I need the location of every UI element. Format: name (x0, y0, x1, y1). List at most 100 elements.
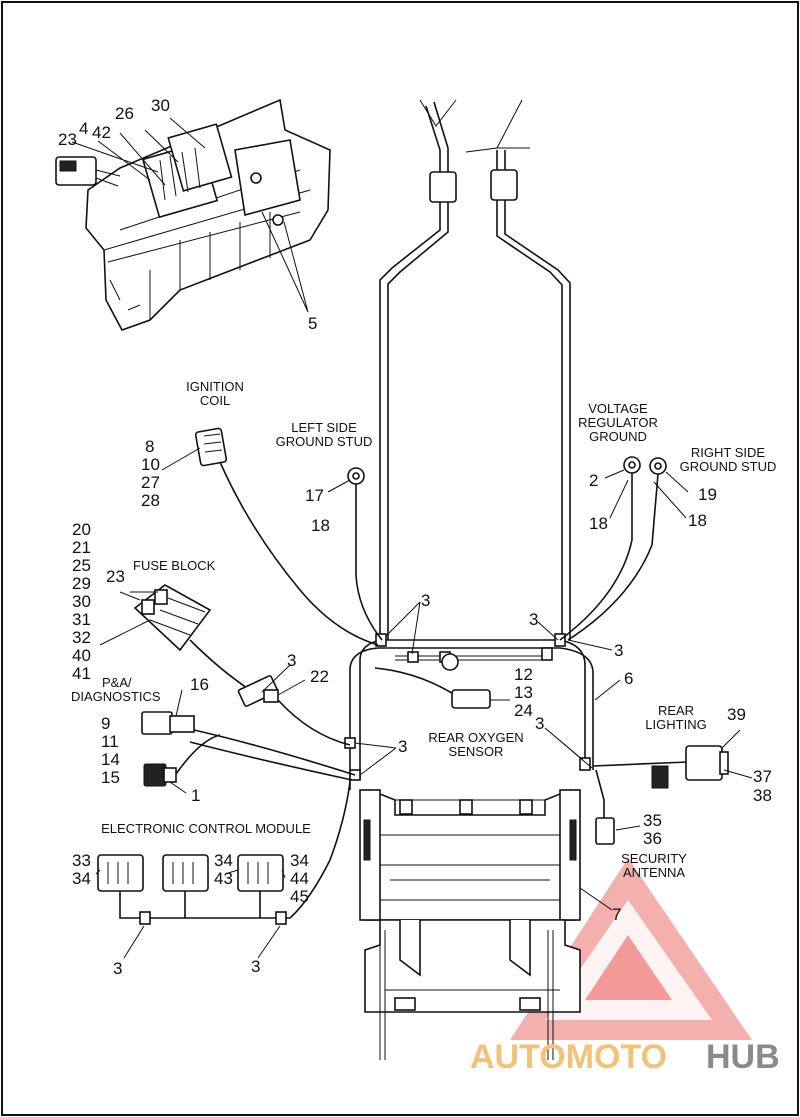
caption-fuse-block: FUSE BLOCK (133, 558, 216, 573)
callout-33: 33 (72, 851, 91, 870)
caption-rear-1: REAR (658, 703, 694, 718)
right-ground-stud (567, 457, 667, 641)
callout-4: 4 (79, 119, 88, 138)
callout-42: 42 (92, 123, 111, 142)
fuse-block (133, 584, 251, 691)
callout-45: 45 (290, 887, 309, 906)
callout-44: 44 (290, 869, 309, 888)
callout-39: 39 (727, 705, 746, 724)
callout-19: 19 (698, 485, 717, 504)
caption-o2-1: REAR OXYGEN (428, 730, 523, 745)
callout-3c: 3 (614, 641, 623, 660)
callout-22: 22 (310, 667, 329, 686)
callout-21: 21 (72, 538, 91, 557)
callout-13: 13 (514, 683, 533, 702)
caption-pa-2: DIAGNOSTICS (71, 689, 161, 704)
callout-18c: 18 (688, 511, 707, 530)
caption-right-stud-1: RIGHT SIDE (691, 445, 765, 460)
callout-37: 37 (753, 767, 772, 786)
callout-34b: 34 (214, 851, 233, 870)
callout-16: 16 (190, 675, 209, 694)
callout-5: 5 (308, 314, 317, 333)
callout-23b: 23 (106, 567, 125, 586)
ecm-connectors (95, 781, 351, 959)
watermark-automoto: AUTOMOTO (470, 1038, 667, 1076)
callout-3d: 3 (287, 651, 296, 670)
callout-34c: 34 (290, 851, 309, 870)
callout-41: 41 (72, 664, 91, 683)
callout-3g: 3 (113, 959, 122, 978)
caption-ignition-coil-1: IGNITION (186, 379, 244, 394)
watermark-hub: HUB (706, 1038, 780, 1076)
callout-34a: 34 (72, 869, 91, 888)
caption-voltage-1: VOLTAGE (588, 401, 648, 416)
left-ground-stud (347, 467, 383, 641)
caption-pa-1: P&A/ (102, 675, 132, 690)
security-antenna (595, 769, 641, 845)
caption-security-2: ANTENNA (623, 865, 685, 880)
callout-numbers: 26 30 23 4 42 5 8 10 27 28 17 18 2 18 19… (58, 96, 772, 978)
callout-24: 24 (514, 701, 533, 720)
callout-11: 11 (101, 732, 119, 751)
captions: IGNITION COIL LEFT SIDE GROUND STUD VOLT… (71, 379, 776, 880)
rear-oxygen-sensor (374, 667, 510, 709)
callout-38: 38 (753, 786, 772, 805)
voltage-regulator-ground (559, 456, 641, 641)
caption-voltage-2: REGULATOR (578, 415, 658, 430)
connector-1 (143, 734, 221, 794)
caption-ignition-coil-2: COIL (200, 393, 230, 408)
callout-6: 6 (624, 669, 633, 688)
callout-28: 28 (141, 491, 160, 510)
callout-9: 9 (101, 714, 110, 733)
callout-26: 26 (115, 104, 134, 123)
callout-30: 30 (151, 96, 170, 115)
caption-o2-2: SENSOR (449, 744, 504, 759)
callout-14: 14 (101, 750, 120, 769)
caption-right-stud-2: GROUND STUD (680, 459, 777, 474)
callout-43: 43 (214, 869, 233, 888)
connector-22 (237, 675, 351, 746)
caption-security-1: SECURITY (621, 851, 687, 866)
callout-32: 32 (72, 628, 91, 647)
callout-40: 40 (72, 646, 91, 665)
callout-1: 1 (191, 786, 200, 805)
rear-lighting-connector (592, 729, 753, 789)
callout-17: 17 (305, 486, 324, 505)
callout-3e: 3 (398, 737, 407, 756)
frame-tray (359, 788, 581, 1060)
callout-10: 10 (141, 455, 160, 474)
callout-29: 29 (72, 574, 91, 593)
callout-3h: 3 (251, 957, 260, 976)
callout-20: 20 (72, 520, 91, 539)
callout-25: 25 (72, 556, 91, 575)
callout-23: 23 (58, 130, 77, 149)
caption-ecm: ELECTRONIC CONTROL MODULE (101, 821, 311, 836)
callout-3a: 3 (421, 591, 430, 610)
callout-2: 2 (589, 471, 598, 490)
callout-7: 7 (612, 905, 621, 924)
electrical-caddy (55, 98, 331, 331)
callout-8: 8 (145, 437, 154, 456)
callout-36: 36 (643, 829, 662, 848)
callout-18b: 18 (589, 514, 608, 533)
watermark-text: AUTOMOTO HUB (470, 1038, 780, 1076)
callout-3f: 3 (535, 714, 544, 733)
callout-27: 27 (141, 473, 160, 492)
caption-rear-2: LIGHTING (645, 717, 706, 732)
callout-30b: 30 (72, 592, 91, 611)
ignition-coil (194, 427, 379, 646)
callout-35: 35 (643, 811, 662, 830)
caption-left-stud-1: LEFT SIDE (291, 420, 357, 435)
callout-18: 18 (311, 516, 330, 535)
callout-15: 15 (101, 768, 120, 787)
callout-12: 12 (514, 665, 533, 684)
callout-31: 31 (72, 610, 91, 629)
callout-3b: 3 (529, 610, 538, 629)
caption-voltage-3: GROUND (589, 429, 647, 444)
main-harness (344, 99, 594, 790)
diagnostics-connector (141, 711, 356, 781)
caption-left-stud-2: GROUND STUD (276, 434, 373, 449)
